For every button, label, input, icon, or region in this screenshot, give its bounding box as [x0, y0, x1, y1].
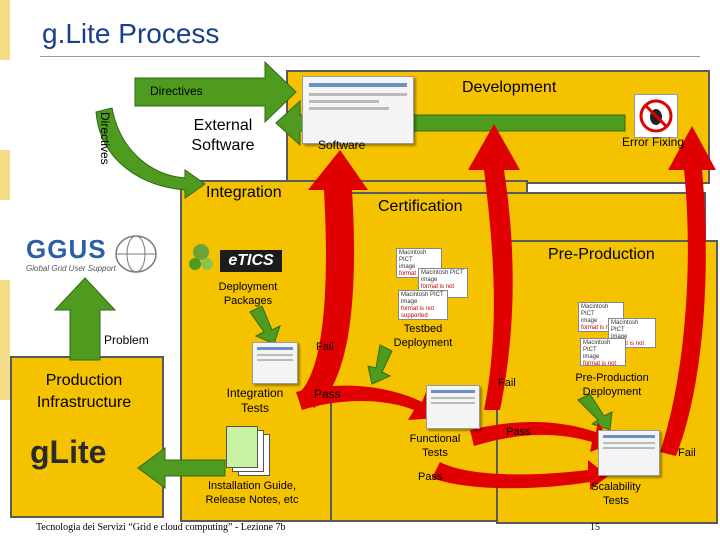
label-problem: Problem	[104, 333, 149, 347]
arrow-problem-to-ggus	[53, 277, 117, 361]
arrow-pass-functional	[432, 460, 608, 490]
arrow-release-to-production	[137, 447, 226, 489]
footer-page-number: 15	[590, 522, 600, 533]
arrow-fail-integration	[300, 150, 368, 408]
arrow-fail-preproduction	[660, 126, 716, 456]
left-stripe-bottom	[0, 280, 10, 400]
label-error-fixing: Error Fixing	[622, 135, 685, 149]
label-deployment-packages: Deployment Packages	[218, 281, 278, 307]
label-external-software: External Software	[191, 117, 255, 154]
label-directives-side: Directives	[98, 112, 112, 165]
label-pass-integration: Pass	[314, 387, 341, 401]
label-fail-integration: Fail	[316, 341, 334, 353]
label-pass-certification: Pass	[506, 426, 531, 438]
arrow-pass-integration	[296, 385, 438, 420]
label-functional-tests: Functional Tests	[409, 433, 461, 459]
page-title: g.Lite Process	[42, 18, 220, 49]
arrow-deployment-packages	[249, 305, 281, 345]
ggus-logo: GGUS Global Grid User Support	[24, 232, 160, 278]
left-stripe-middle	[0, 150, 10, 200]
integration-tests-screenshot	[252, 342, 298, 384]
label-certification: Certification	[378, 198, 463, 215]
label-integration-tests: Integration Tests	[226, 386, 284, 415]
label-pass-functional: Pass	[418, 471, 443, 483]
no-bug-icon	[634, 94, 678, 138]
arrow-testbed-deployment	[367, 344, 393, 385]
arrow-error-fixing	[275, 99, 626, 147]
footer-course: Tecnologia dei Servizi “Grid e cloud com…	[36, 522, 286, 533]
etics-logo: eTICS	[186, 240, 284, 276]
title-divider	[40, 56, 700, 57]
label-testbed-deployment: Testbed Deployment	[393, 323, 453, 349]
label-pre-production-deployment: Pre-Production Deployment	[575, 372, 649, 398]
glite-logo: gLite	[30, 434, 107, 470]
scalability-tests-screenshot	[598, 430, 660, 476]
label-pre-production: Pre-Production	[548, 246, 655, 263]
arrow-directives-to-integration	[95, 107, 206, 199]
development-screenshot	[302, 76, 414, 144]
arrow-fail-certification	[468, 124, 520, 410]
label-directives-top: Directives	[150, 84, 203, 98]
label-scalability-tests: Scalability Tests	[591, 481, 641, 507]
label-fail-certification: Fail	[498, 377, 516, 389]
arrow-preproduction-deployment	[577, 393, 613, 431]
arrow-directives-to-development	[134, 60, 297, 124]
label-integration: Integration	[206, 184, 282, 201]
arrow-pass-certification	[470, 421, 612, 452]
label-installation-guide: Installation Guide, Release Notes, etc	[205, 480, 299, 506]
label-development: Development	[462, 79, 557, 96]
left-stripe-top	[0, 0, 10, 60]
label-software: Software	[318, 138, 366, 152]
label-fail-preproduction: Fail	[678, 447, 696, 459]
functional-tests-screenshot	[426, 385, 480, 429]
label-production-infrastructure: Production Infrastructure	[36, 372, 132, 411]
document-stack-front	[226, 426, 258, 468]
